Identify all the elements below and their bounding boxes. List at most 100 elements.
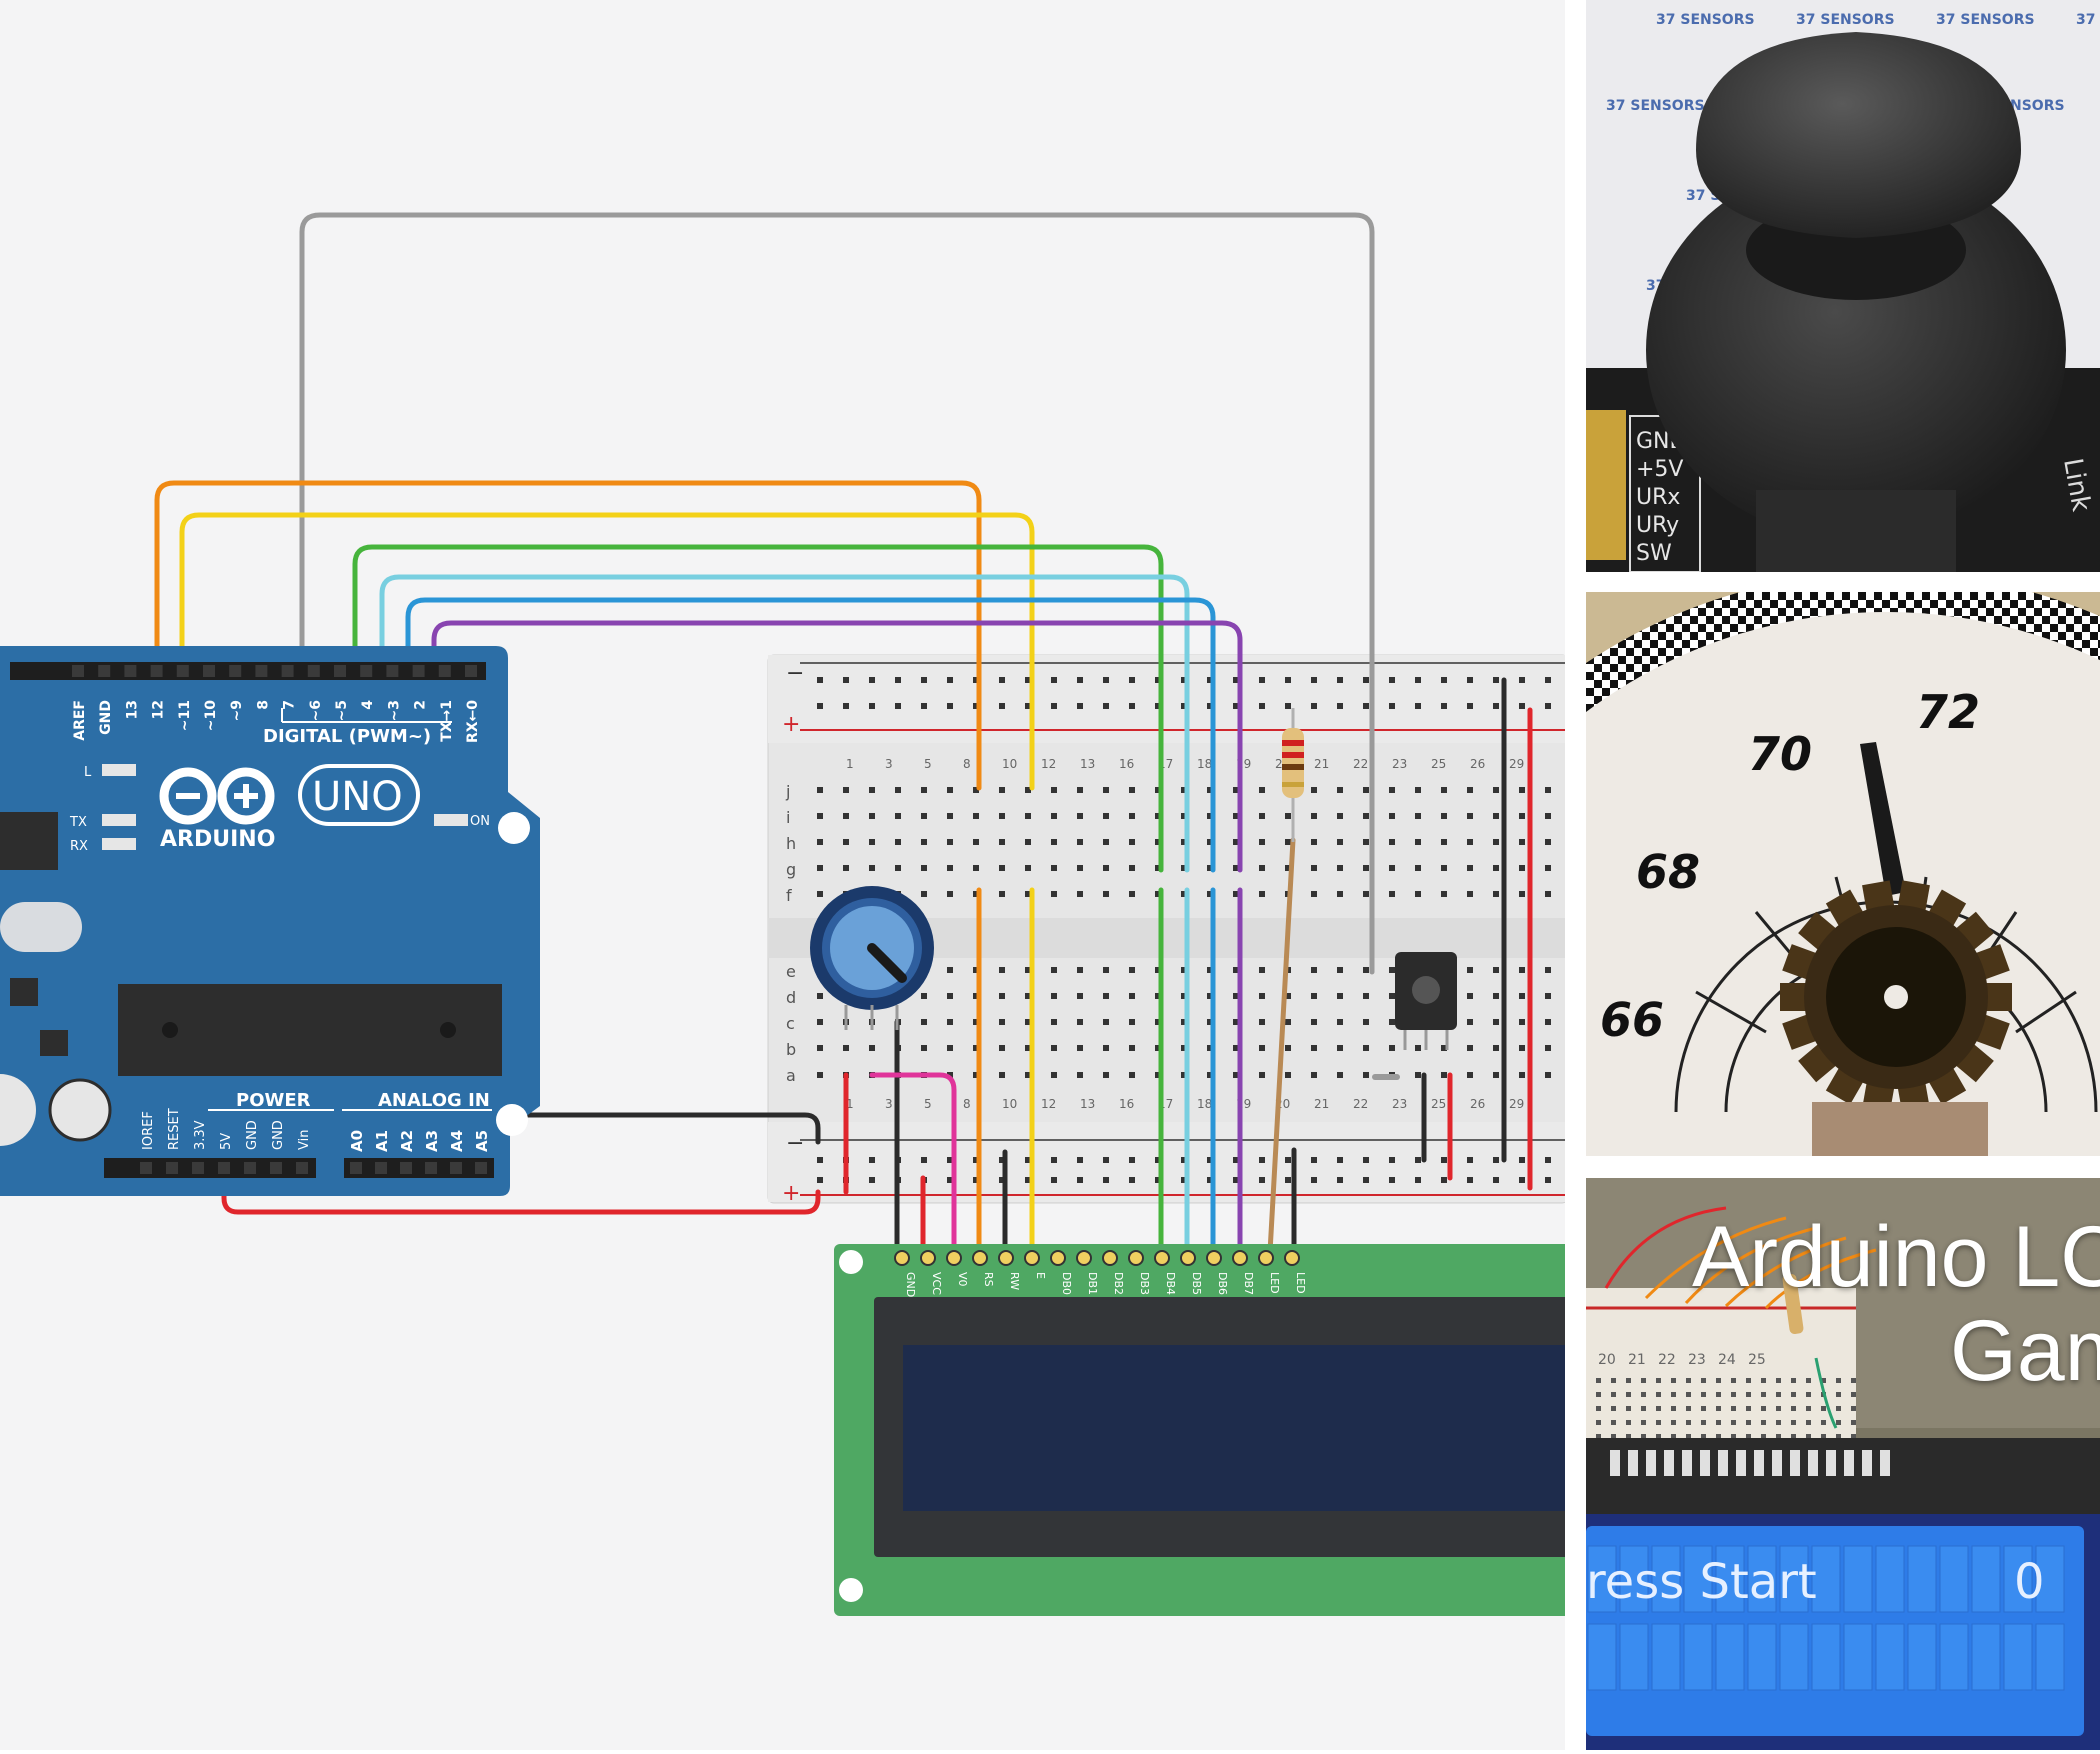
photo-bb-number: 22 [1658,1352,1676,1368]
joystick-pin-label: SW [1636,541,1672,566]
power-pin-socket [218,1162,230,1174]
bb-column-number: 16 [1119,1097,1134,1111]
power-pin-label: GND [245,1120,260,1150]
bb-column-number: 13 [1080,1097,1095,1111]
bb-column-number: 3 [885,1097,893,1111]
lcd-pin [1102,1250,1118,1266]
digital-pin-label: RX←0 [465,700,481,743]
lcd-pin-label: LED [1268,1272,1281,1294]
potentiometer [810,886,934,1030]
lcd-game-illustration: 20 21 22 23 24 25 ress Start 0 [1586,1178,2100,1750]
rail-minus-bottom: − [786,1131,804,1156]
lcd-pin [1154,1250,1170,1266]
lcd-pin-label: DB5 [1190,1272,1203,1295]
rail-plus-top: + [782,712,800,737]
uno-model-text: UNO [312,774,403,820]
bb-column-number: 26 [1470,757,1485,771]
bb-column-number: 13 [1080,757,1095,771]
bb-row-label: d [786,988,796,1007]
bb-column-number: 22 [1353,757,1368,771]
rail-minus-top: − [786,661,804,686]
power-pin-label: RESET [167,1108,182,1150]
power-pin-label: IOREF [141,1111,156,1150]
bb-row-label: i [786,808,790,827]
joystick-pin-label: +5V [1636,457,1683,482]
lcd-pin [1050,1250,1066,1266]
rail-plus-bottom: + [782,1181,800,1206]
digital-pin-socket [465,665,477,677]
analog-pin-socket [425,1162,437,1174]
lcd-pin [1180,1250,1196,1266]
analog-pin-label: A0 [348,1130,366,1152]
bb-column-number: 29 [1509,1097,1524,1111]
lcd-pin [894,1250,910,1266]
bb-column-number: 10 [1002,757,1017,771]
bb-column-number: 12 [1041,757,1056,771]
wire-red-5v [221,1165,821,1215]
bb-column-number: 5 [924,1097,932,1111]
lcd-pin-label: E [1034,1272,1047,1279]
lcd-pin-label: DB2 [1112,1272,1125,1295]
lcd-pin [1076,1250,1092,1266]
digital-pin-label: 12 [151,700,167,719]
photo-bb-number: 21 [1628,1352,1646,1368]
power-pin-label: 3.3V [193,1120,208,1150]
bb-column-number: 21 [1314,1097,1329,1111]
arduino-logo [159,767,275,825]
lcd-pin-label: DB3 [1138,1272,1151,1295]
lcd-pin-label: DB1 [1086,1272,1099,1295]
power-pin-socket [140,1162,152,1174]
joystick-pin-label: URx [1636,485,1680,510]
digital-pin-socket [98,665,111,677]
bb-column-number: 22 [1353,1097,1368,1111]
wire-pink [869,1072,957,1255]
digital-pin-socket [386,665,399,677]
lcd-pin [1024,1250,1040,1266]
digital-pin-label: 8 [255,700,271,710]
wires [154,212,1533,1255]
gauge-illustration: 66 68 70 72 [1586,592,2100,1156]
lcd-pin [1284,1250,1300,1266]
bb-column-number: 12 [1041,1097,1056,1111]
analog-pin-socket [400,1162,412,1174]
digital-pin-label: ~5 [334,700,350,721]
wire-green [352,544,1164,1255]
bb-row-label: e [786,962,796,981]
bb-column-number: 21 [1314,757,1329,771]
power-pin-label: GND [271,1120,286,1150]
power-pin-socket [244,1162,256,1174]
wire-blue [405,597,1216,1255]
digital-pin-label: ~10 [203,700,219,731]
sensors-watermark: 37 SENSORS [1606,98,1705,114]
overlay-title-line2: Gam [1950,1303,2100,1399]
bb-row-label: c [786,1014,795,1033]
photo-bb-number: 24 [1718,1352,1736,1368]
digital-pin-socket [307,665,320,677]
digital-pin-socket [150,665,163,677]
power-pin-socket [192,1162,204,1174]
digital-pin-socket [281,665,294,677]
wire-brown [1267,837,1296,1255]
sensors-watermark: 37 SENSORS [1656,12,1755,28]
lcd-pin-label: DB6 [1216,1272,1229,1295]
digital-pin-label: TX→1 [439,700,455,742]
photo-lcd-cells [1587,1545,2065,1691]
digital-pin-socket [360,665,373,677]
sensors-watermark: 37 SENSORS [1936,12,2035,28]
arduino-brand-text: ARDUINO [160,827,275,852]
power-pin-socket [296,1162,308,1174]
lcd-pin [972,1250,988,1266]
gauge-photo: 66 68 70 72 [1586,592,2100,1156]
power-label: POWER [236,1090,311,1111]
dial-number-66: 66 [1600,993,1664,1047]
bb-column-number: 16 [1119,757,1134,771]
power-pin-socket [166,1162,178,1174]
analog-pin-socket [350,1162,362,1174]
digital-pwm-label: DIGITAL (PWM~) [263,726,431,747]
digital-pin-socket [229,665,242,677]
